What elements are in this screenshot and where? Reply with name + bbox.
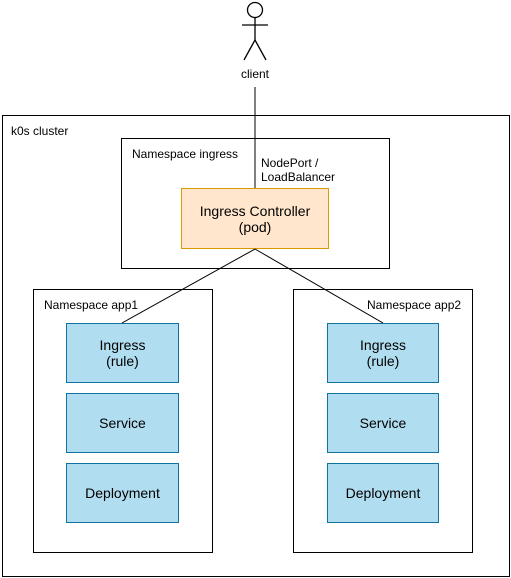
namespace-ingress-label: Namespace ingress — [132, 147, 239, 161]
namespace-app2-label: Namespace app2 — [367, 298, 462, 312]
client-actor-icon — [242, 1, 268, 61]
app1-service-node: Service — [66, 393, 179, 453]
nodeport-loadbalancer-label: NodePort / LoadBalancer — [261, 156, 336, 184]
app2-deployment-node: Deployment — [327, 463, 439, 523]
client-label: client — [241, 67, 270, 81]
ingress-controller-node: Ingress Controller (pod) — [181, 188, 329, 249]
cluster-label: k0s cluster — [11, 124, 69, 138]
app1-deployment-node: Deployment — [66, 463, 179, 523]
namespace-app1-label: Namespace app1 — [44, 298, 139, 312]
app1-ingress-rule-node: Ingress (rule) — [66, 323, 179, 383]
app2-ingress-rule-node: Ingress (rule) — [327, 323, 439, 383]
app2-service-node: Service — [327, 393, 439, 453]
